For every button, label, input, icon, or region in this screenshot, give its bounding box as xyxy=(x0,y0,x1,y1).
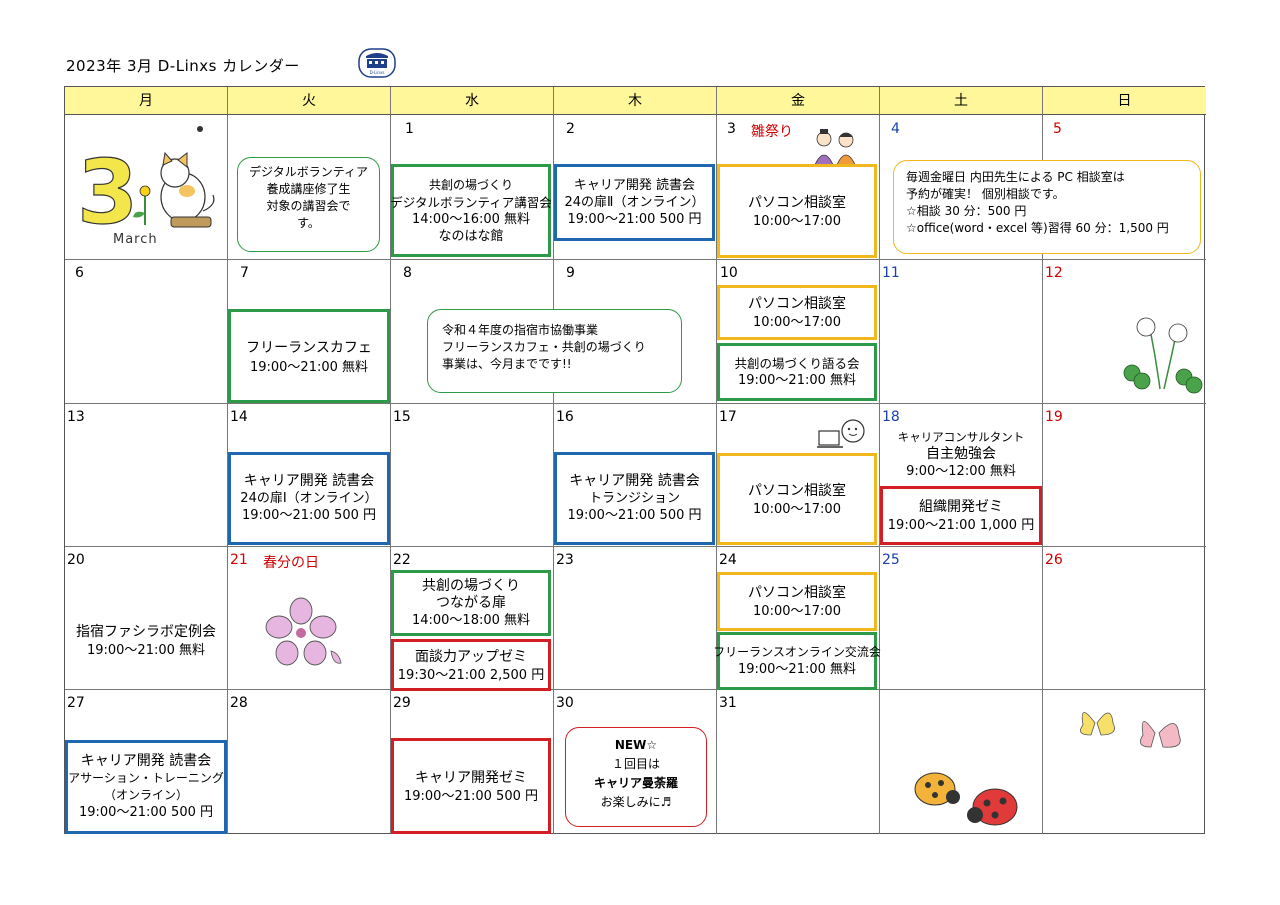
grid-line xyxy=(65,403,1206,404)
event-tue7[interactable]: フリーランスカフェ 19:00～21:00 無料 xyxy=(228,309,390,403)
day-number: 1 xyxy=(405,121,414,137)
day-number: 28 xyxy=(230,695,248,711)
day-number: 21 xyxy=(230,552,248,568)
weekday-mon: 月 xyxy=(65,87,228,115)
event-fri24-pc[interactable]: パソコン相談室 10:00～17:00 xyxy=(717,572,877,631)
grid-line xyxy=(1042,115,1043,834)
day-number: 2 xyxy=(566,121,575,137)
dolls-icon xyxy=(810,129,860,169)
day-number: 19 xyxy=(1045,409,1063,425)
event-fri17[interactable]: パソコン相談室 10:00～17:00 xyxy=(717,453,877,545)
ladybug-icon xyxy=(914,772,1018,826)
day-number: 17 xyxy=(719,409,737,425)
day-number: 13 xyxy=(67,409,85,425)
volunteer-note: デ゙ジタルボランティア 養成講座修了生 対象の講習会で す。 xyxy=(237,157,380,252)
butterfly-icon xyxy=(1079,712,1181,748)
cat-icon: 3 March xyxy=(76,126,215,247)
event-wed22-interview[interactable]: 面談力アップゼミ 19:30～21:00 2,500 円 xyxy=(391,639,551,691)
grid-line xyxy=(553,115,554,834)
event-fri10-talk[interactable]: 共創の場づくり語る会 19:00～21:00 無料 xyxy=(717,343,877,401)
svg-text:3: 3 xyxy=(77,141,138,244)
day-number: 18 xyxy=(882,409,900,425)
day-number: 12 xyxy=(1045,265,1063,281)
day-number: 14 xyxy=(230,409,248,425)
weekday-thu: 木 xyxy=(554,87,717,115)
svg-text:March: March xyxy=(113,232,158,247)
event-fri10-pc[interactable]: パソコン相談室 10:00～17:00 xyxy=(717,285,877,340)
day-number: 10 xyxy=(720,265,738,281)
day-number: 22 xyxy=(393,552,411,568)
day-number: 20 xyxy=(67,552,85,568)
weekday-wed: 水 xyxy=(391,87,554,115)
weekday-fri: 金 xyxy=(717,87,880,115)
event-fri24-online[interactable]: フリーランスオンライン交流会 19:00～21:00 無料 xyxy=(713,632,881,690)
event-fri3[interactable]: パソコン相談室 10:00～17:00 xyxy=(717,164,877,258)
weekday-sun: 日 xyxy=(1043,87,1206,115)
event-mon27[interactable]: キャリア開発 読書会 アサーション・トレーニング （オンライン） 19:00～2… xyxy=(65,740,227,834)
calendar-grid: 月 火 水 木 金 土 日 3 March デ゙ジタルボランティア 養成講座修了… xyxy=(64,86,1206,834)
new-note: NEW☆ １回目は キャリア曼荼羅 お楽しみに♬ xyxy=(565,727,707,827)
holiday-label: 雛祭り xyxy=(751,124,793,140)
day-number: 16 xyxy=(556,409,574,425)
event-sat18-seminar[interactable]: 組織開発ゼミ 19:00～21:00 1,000 円 xyxy=(880,486,1042,545)
day-number: 30 xyxy=(556,695,574,711)
event-mon20[interactable]: 指宿ファシラボ定例会 19:00～21:00 無料 xyxy=(76,624,216,658)
event-wed1[interactable]: 共創の場づくり デジタルボランティア講習会 14:00～16:00 無料 なのは… xyxy=(390,164,552,257)
day-number: 4 xyxy=(891,121,900,137)
day-number: 3 xyxy=(727,121,736,137)
day-number: 5 xyxy=(1053,121,1062,137)
day-number: 26 xyxy=(1045,552,1063,568)
event-wed29[interactable]: キャリア開発ゼミ 19:00～21:00 500 円 xyxy=(391,738,551,834)
day-number: 11 xyxy=(882,265,900,281)
grid-line xyxy=(227,115,228,834)
grid-line xyxy=(65,689,1206,690)
day-number: 24 xyxy=(719,552,737,568)
weekday-tue: 火 xyxy=(228,87,391,115)
notice-note: 令和４年度の指宿市協働事業 フリーランスカフェ・共創の場づくり 事業は、今月まで… xyxy=(427,309,682,393)
sakura-icon xyxy=(265,597,342,666)
event-thu16[interactable]: キャリア開発 読書会 トランジション 19:00～21:00 500 円 xyxy=(554,452,715,545)
grid-line xyxy=(390,115,391,834)
logo-icon: D-Linxs xyxy=(358,48,396,78)
day-number: 29 xyxy=(393,695,411,711)
day-number: 8 xyxy=(403,265,412,281)
grid-line xyxy=(879,115,880,834)
grid-line xyxy=(65,259,1206,260)
grid-line xyxy=(716,115,717,834)
event-sat18-study[interactable]: キャリアコンサルタント 自主勉強会 9:00～12:00 無料 xyxy=(897,430,1025,479)
day-number: 6 xyxy=(75,265,84,281)
day-number: 27 xyxy=(67,695,85,711)
grid-line xyxy=(65,546,1206,547)
svg-text:D-Linxs: D-Linxs xyxy=(370,70,385,75)
day-number: 25 xyxy=(882,552,900,568)
page-title: 2023年 3月 D-Linxs カレンダー xyxy=(66,57,300,75)
event-tue14[interactable]: キャリア開発 読書会 24の扉Ⅰ（オンライン） 19:00～21:00 500 … xyxy=(228,452,390,545)
computer-icon xyxy=(817,419,865,448)
day-number: 15 xyxy=(393,409,411,425)
day-number: 31 xyxy=(719,695,737,711)
day-number: 23 xyxy=(556,552,574,568)
clover-icon xyxy=(1123,317,1203,394)
pc-consult-note: 毎週金曜日 内田先生による PC 相談室は 予約が確実！ 個別相談です。 ☆相談… xyxy=(893,160,1201,254)
event-thu2[interactable]: キャリア開発 読書会 24の扉Ⅱ（オンライン） 19:00～21:00 500 … xyxy=(554,164,715,241)
weekday-sat: 土 xyxy=(880,87,1043,115)
day-number: 7 xyxy=(240,265,249,281)
holiday-label: 春分の日 xyxy=(263,555,319,571)
day-number: 9 xyxy=(566,265,575,281)
event-wed22-cocreation[interactable]: 共創の場づくり つながる扉 14:00～18:00 無料 xyxy=(391,570,551,636)
